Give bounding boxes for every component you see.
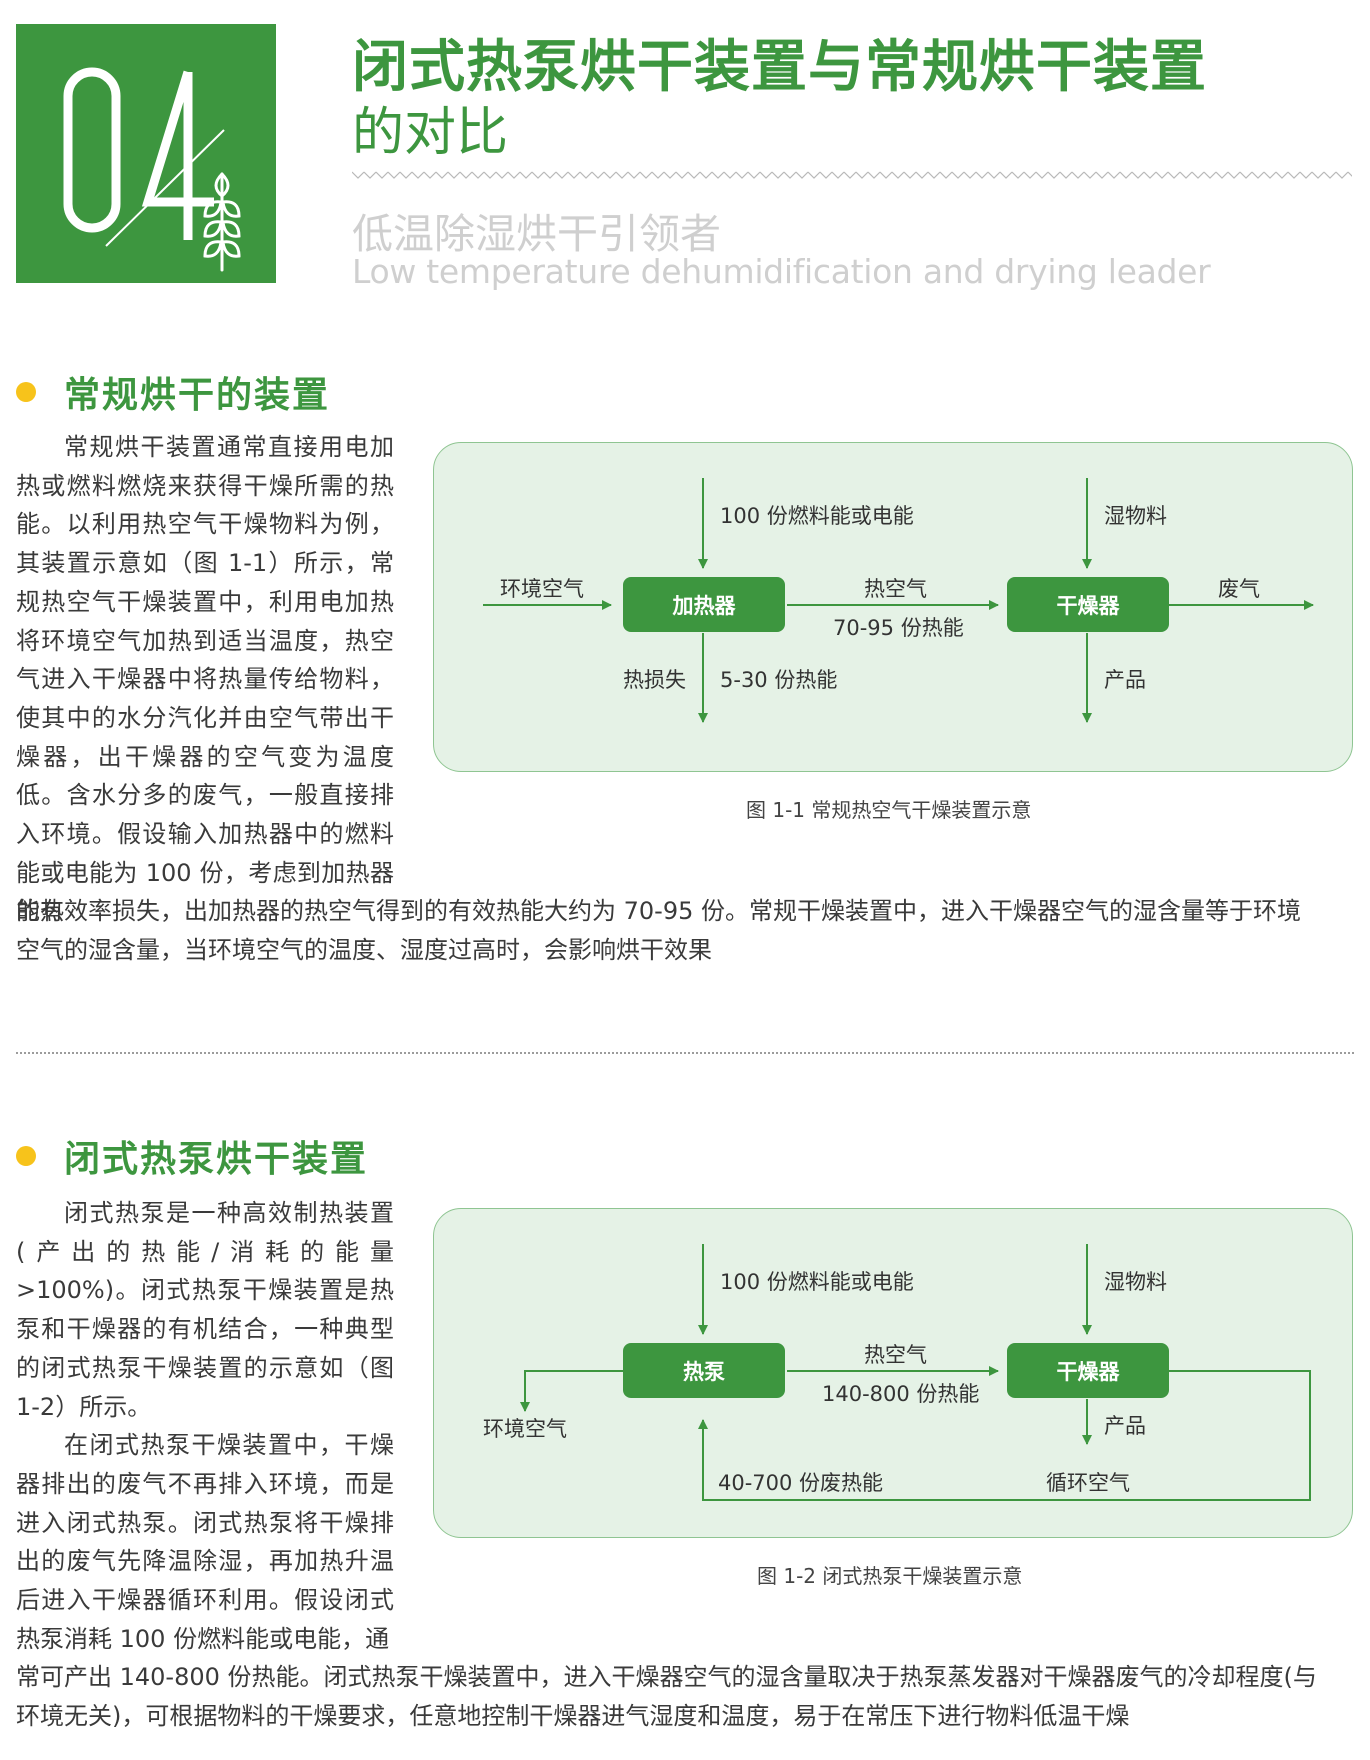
- section-divider: [16, 1052, 1354, 1054]
- product-label: 产品: [1104, 668, 1146, 692]
- paragraph-text: 在闭式热泵干燥装置中，干燥器排出的废气不再排入环境，而是进入闭式热泵。闭式热泵将…: [16, 1431, 394, 1653]
- subtitle-english: Low temperature dehumidification and dry…: [352, 252, 1211, 291]
- wet-material-label: 湿物料: [1104, 504, 1167, 528]
- section-bullet: [16, 382, 36, 402]
- diagram-panel: [433, 442, 1353, 772]
- hot-air-label: 热空气: [864, 577, 927, 601]
- paragraph-line: 空气的湿含量，当环境空气的温度、湿度过高时，会影响烘干效果: [16, 936, 712, 964]
- section-paragraph: 常规烘干装置通常直接用电加热或燃料燃烧来获得干燥所需的热能。以利用热空气干燥物料…: [16, 428, 394, 931]
- wet-material-label: 湿物料: [1104, 1270, 1167, 1294]
- page-title-continued: 的对比: [352, 103, 509, 163]
- recycle-air-label: 循环空气: [1046, 1471, 1130, 1495]
- chapter-badge: [16, 24, 276, 283]
- fuel-label: 100 份燃料能或电能: [720, 1270, 914, 1294]
- diagram-arrows: [483, 478, 1314, 723]
- section-title: 闭式热泵烘干装置: [64, 1139, 369, 1180]
- paragraph-text: 常规烘干装置通常直接用电加热或燃料燃烧来获得干燥所需的热能。以利用热空气干燥物料…: [16, 433, 394, 926]
- figure-caption: 图 1-2 闭式热泵干燥装置示意: [757, 1564, 1023, 1588]
- hot-air-value-label: 70-95 份热能: [833, 616, 964, 640]
- diagram-panel: [433, 1208, 1353, 1538]
- diagram-arrows: [520, 1244, 1311, 1501]
- hot-air-value-label: 140-800 份热能: [822, 1382, 980, 1406]
- heat-loss-value-label: 5-30 份热能: [720, 668, 838, 692]
- heat-pump-box: 热泵: [623, 1343, 785, 1398]
- decorative-divider: [352, 168, 1352, 182]
- dryer-box: 干燥器: [1007, 1343, 1169, 1398]
- product-label: 产品: [1104, 1414, 1146, 1438]
- badge-graphic: [63, 67, 241, 272]
- fuel-label: 100 份燃料能或电能: [720, 504, 914, 528]
- ambient-air-label: 环境空气: [500, 577, 584, 601]
- exhaust-label: 废气: [1218, 577, 1260, 601]
- wheat-icon: [203, 172, 241, 272]
- waste-heat-label: 40-700 份废热能: [718, 1471, 884, 1495]
- section-paragraph: 闭式热泵是一种高效制热装置(产出的热能/消耗的能量>100%)。闭式热泵干燥装置…: [16, 1194, 394, 1658]
- heat-loss-label: 热损失: [623, 668, 686, 692]
- hot-air-label: 热空气: [864, 1343, 927, 1367]
- figure-caption: 图 1-1 常规热空气干燥装置示意: [746, 798, 1032, 822]
- ambient-air-label: 环境空气: [483, 1417, 567, 1441]
- paragraph-line: 环境无关)，可根据物料的干燥要求，任意地控制干燥器进气湿度和温度，易于在常压下进…: [16, 1702, 1130, 1730]
- paragraph-text: 闭式热泵是一种高效制热装置(产出的热能/消耗的能量>100%)。闭式热泵干燥装置…: [16, 1199, 394, 1421]
- paragraph-line: 常可产出 140-800 份热能。闭式热泵干燥装置中，进入干燥器空气的湿含量取决…: [16, 1663, 1317, 1691]
- subtitle-chinese: 低温除湿烘干引领者: [352, 210, 721, 258]
- section-title: 常规烘干的装置: [64, 375, 331, 416]
- paragraph-line: 能有效率损失，出加热器的热空气得到的有效热能大约为 70-95 份。常规干燥装置…: [16, 897, 1301, 925]
- page-title: 闭式热泵烘干装置与常规烘干装置: [352, 35, 1207, 100]
- section-bullet: [16, 1146, 36, 1166]
- heater-box: 加热器: [623, 577, 785, 632]
- dryer-box: 干燥器: [1007, 577, 1169, 632]
